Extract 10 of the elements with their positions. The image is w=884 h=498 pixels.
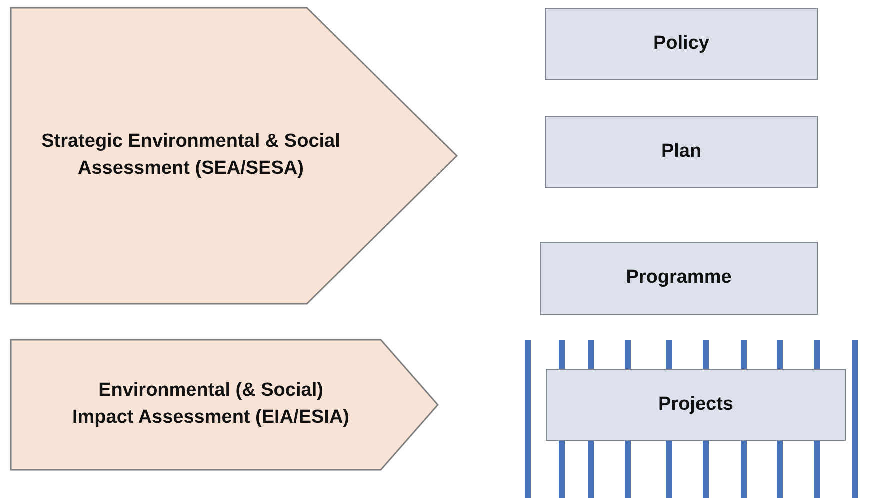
assessment-label: Strategic Environmental & Social Assessment (SEA/SESA)	[41, 130, 341, 181]
stage-box	[545, 116, 818, 188]
stage-label: Plan	[661, 140, 702, 164]
stage-label: Policy	[654, 32, 710, 56]
stage-label: Projects	[658, 392, 734, 417]
stage-box	[546, 369, 846, 441]
stage-label: Programme	[626, 266, 732, 290]
stage-box	[540, 242, 818, 315]
stage-box	[545, 8, 818, 80]
assessment-label: Environmental (& Social) Impact Assessment (EIA/ESIA)	[72, 379, 350, 430]
